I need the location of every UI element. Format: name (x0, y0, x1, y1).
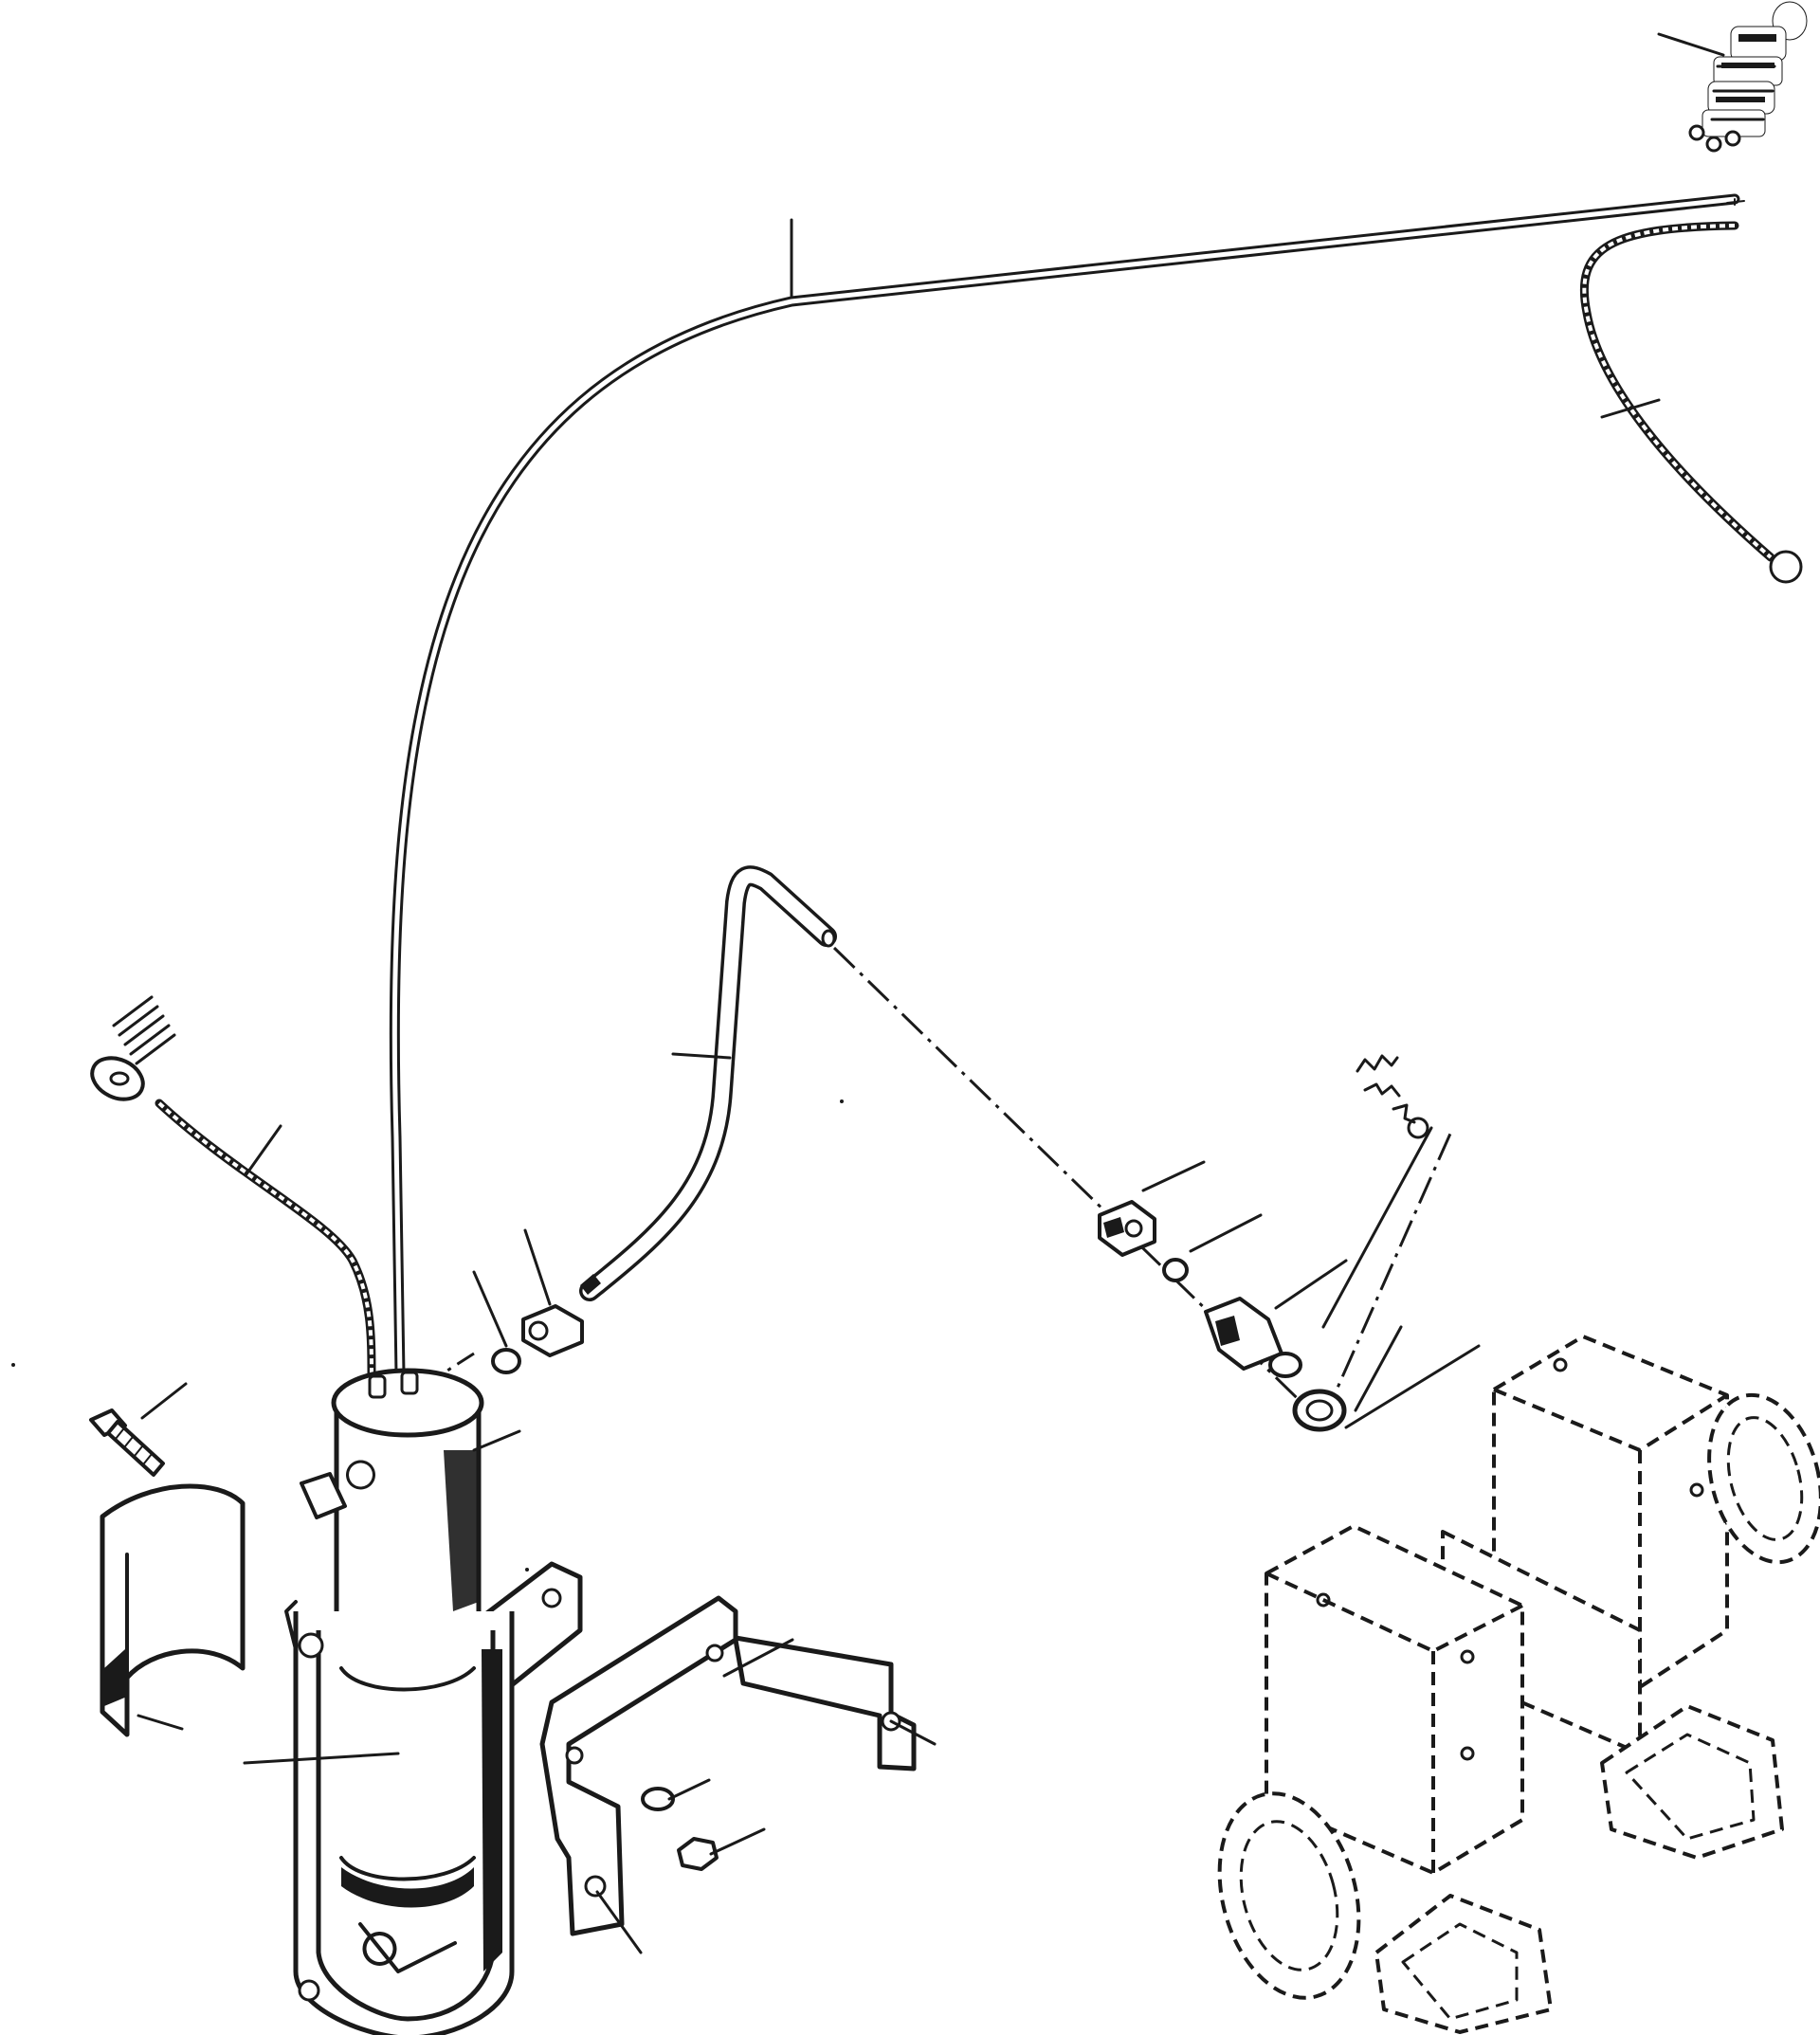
inner-wire (1579, 221, 1803, 584)
leader-3 (1600, 398, 1661, 419)
leader-18 (667, 1778, 711, 1801)
callout-leaders (136, 32, 1725, 1954)
mounting-bracket (539, 1595, 917, 1936)
leader-16 (722, 1638, 794, 1678)
bolt (89, 1408, 165, 1477)
stray-dot (840, 1099, 844, 1103)
leader-11 (1344, 1344, 1481, 1429)
pipe-fittings (491, 1304, 584, 1374)
leader-12 (523, 1228, 552, 1306)
assembly-centerline (832, 946, 1323, 1424)
stray-dot (525, 1568, 529, 1572)
control-cable (389, 193, 1745, 1380)
leader-21 (136, 1714, 184, 1731)
leader-15 (472, 1429, 521, 1452)
leader-22 (243, 1752, 400, 1765)
leader-6 (1141, 1160, 1206, 1192)
leader-13 (472, 1270, 508, 1348)
leader-1 (1657, 32, 1725, 57)
leader-4 (671, 1052, 732, 1060)
detail-sketch (1356, 1054, 1429, 1139)
heat-shield (100, 1483, 246, 1737)
leader-7 (1189, 1213, 1263, 1253)
control-knob-assembly (1688, 1, 1808, 153)
starter-motor (284, 1600, 515, 2035)
stray-dot (11, 1363, 15, 1367)
washer-nut (641, 1787, 719, 1871)
ground-cable (90, 995, 376, 1384)
leader-14 (140, 1382, 188, 1420)
leader-17 (889, 1719, 937, 1746)
leader-19 (709, 1827, 766, 1856)
leader-20 (595, 1890, 643, 1954)
leader-8 (1274, 1259, 1348, 1310)
assembly-centerline-2 (1321, 1133, 1452, 1421)
fuel-pipe (579, 865, 837, 1301)
engine-block-phantom (1217, 1335, 1820, 2034)
pump-fittings (1098, 1200, 1347, 1432)
leader-10 (1354, 1325, 1403, 1412)
leader-9 (1321, 1126, 1433, 1329)
solenoid-unit (300, 1368, 491, 1652)
leader-5 (246, 1124, 282, 1173)
